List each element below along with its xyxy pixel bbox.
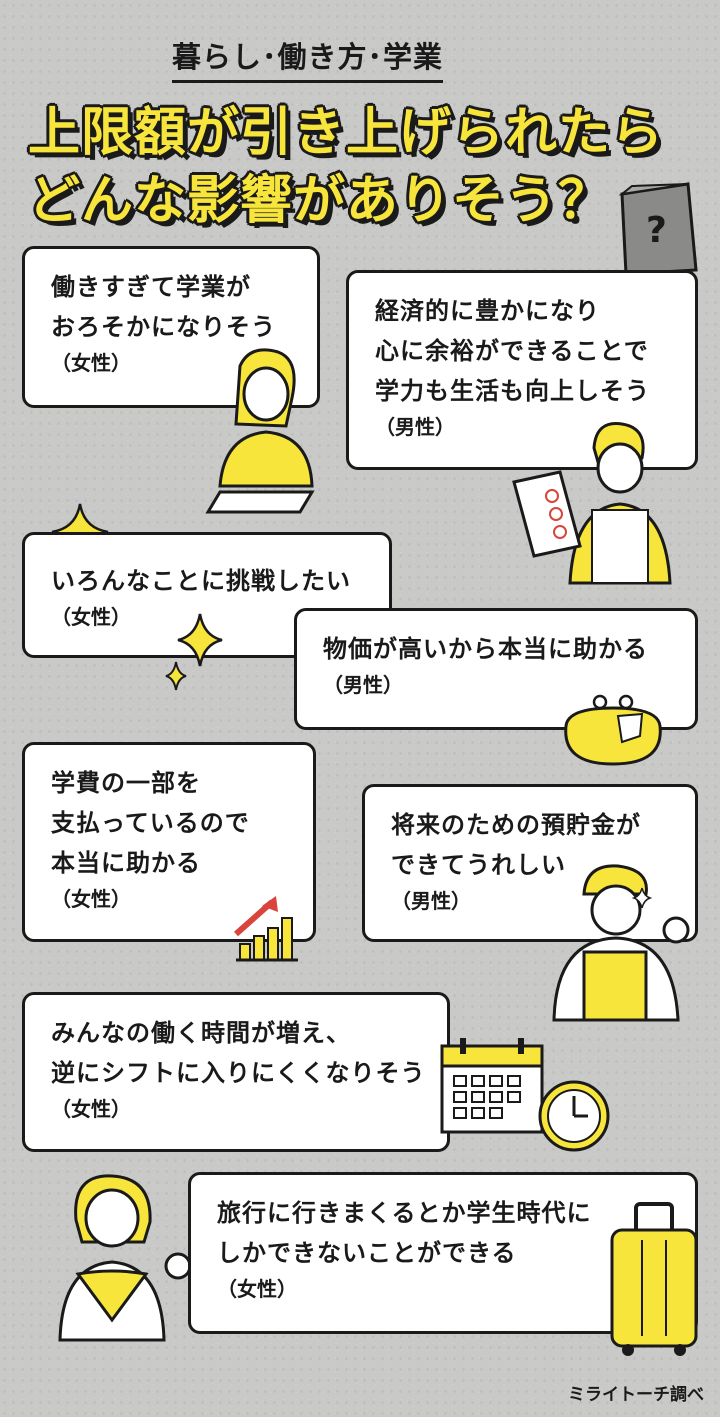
comment-card-5: 学費の一部を 支払っているので 本当に助かる （女性） <box>22 742 316 942</box>
comment-text: 物価が高いから本当に助かる <box>323 635 648 663</box>
svg-text:?: ? <box>646 210 667 251</box>
respondent-label: （女性） <box>51 887 131 911</box>
category-label: 暮らし･働き方･学業 <box>172 34 444 83</box>
comment-text: いろんなことに挑戦したい <box>51 567 351 595</box>
comment-text: 将来のための預貯金が <box>391 811 641 839</box>
comment-text: 学費の一部を <box>51 769 201 797</box>
student-worried-illustration <box>205 348 315 514</box>
comment-text: 心に余裕ができることで <box>375 337 649 365</box>
worker-ok-sign-illustration <box>552 864 690 1022</box>
source-credit: ミライトーチ調べ <box>568 1385 704 1405</box>
comment-text: できてうれしい <box>391 851 566 879</box>
respondent-label: （男性） <box>391 889 471 913</box>
respondent-label: （女性） <box>51 351 131 375</box>
comment-text: 学力も生活も向上しそう <box>375 377 650 405</box>
respondent-label: （女性） <box>217 1277 297 1301</box>
clock-icon <box>538 1080 610 1152</box>
sparkle-icon <box>165 613 223 691</box>
comment-card-1: 働きすぎて学業が おろそかになりそう （女性） <box>22 246 320 408</box>
comment-text: 本当に助かる <box>51 849 201 877</box>
respondent-label: （男性） <box>375 415 455 439</box>
respondent-label: （女性） <box>51 1097 131 1121</box>
calendar-icon <box>440 1038 544 1134</box>
woman-gesturing-illustration <box>58 1174 192 1342</box>
student-test-sheet-illustration <box>512 422 672 585</box>
headline-line1: 上限額が引き上げられたら <box>28 103 665 163</box>
comment-text: 経済的に豊かになり <box>375 297 600 325</box>
coin-purse-icon <box>564 694 662 766</box>
growth-chart-icon <box>234 896 298 962</box>
question-box-icon: ? <box>618 182 698 276</box>
comment-text: みんなの働く時間が増え、 <box>51 1019 351 1047</box>
headline-line2: どんな影響がありそう？ <box>28 171 612 231</box>
comment-text: しかできないことができる <box>217 1239 517 1267</box>
respondent-label: （男性） <box>323 673 403 697</box>
comment-card-6: 将来のための預貯金が できてうれしい （男性） <box>362 784 698 942</box>
comment-text: 旅行に行きまくるとか学生時代に <box>217 1199 592 1227</box>
suitcase-icon <box>610 1202 698 1356</box>
comment-text: 働きすぎて学業が <box>51 273 251 301</box>
comment-text: 支払っているので <box>51 809 250 837</box>
comment-text: 逆にシフトに入りにくくなりそう <box>51 1059 426 1087</box>
comment-text: おろそかになりそう <box>51 313 276 341</box>
respondent-label: （女性） <box>51 605 131 629</box>
comment-card-7: みんなの働く時間が増え、 逆にシフトに入りにくくなりそう （女性） <box>22 992 450 1152</box>
